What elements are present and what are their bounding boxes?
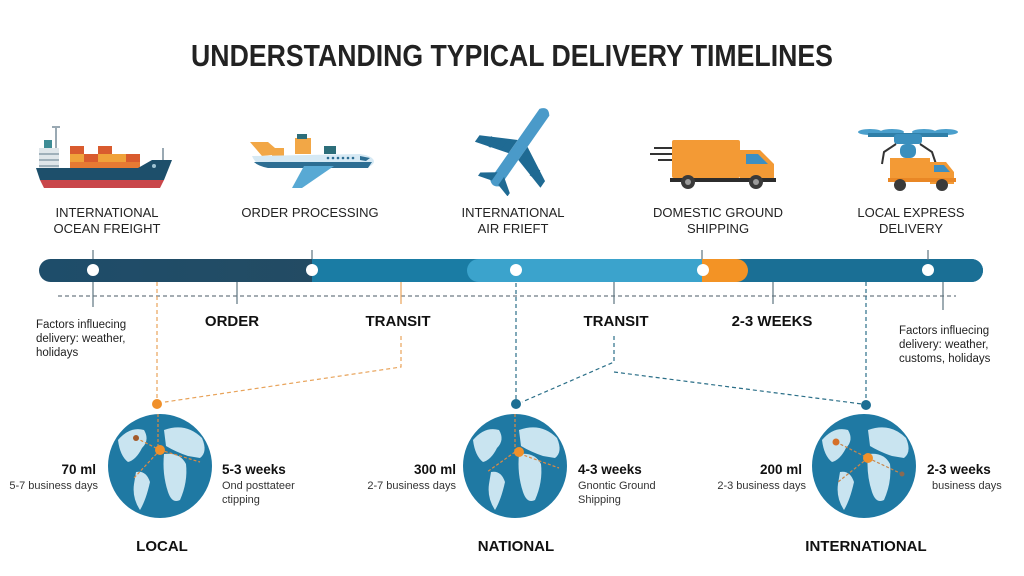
airplane-icon xyxy=(474,104,562,197)
cargo-ship-icon xyxy=(34,124,174,190)
cargo-plane-icon xyxy=(248,134,376,190)
mode-label-express: LOCAL EXPRESS DELIVERY xyxy=(821,205,1001,237)
desc-line: business days xyxy=(932,480,1002,492)
stage-label-transit: TRANSIT xyxy=(365,313,431,330)
desc-line: Gnontic Ground xyxy=(578,480,656,492)
timeline-node[interactable] xyxy=(922,264,934,276)
region-label-local: LOCAL xyxy=(136,538,188,555)
distance-international: 200 ml xyxy=(759,462,802,477)
note-line: customs, holidays xyxy=(899,353,991,365)
days-international: 2-3 business days xyxy=(717,480,806,492)
stage-label-duration: 2-3 WEEKS xyxy=(731,313,813,330)
distance-national: 300 ml xyxy=(413,462,456,477)
mode-label-line: AIR FRIEFT xyxy=(477,221,549,236)
delivery-truck-icon xyxy=(650,136,778,192)
days-local: 5-7 business days xyxy=(9,480,98,492)
mode-label-processing: ORDER PROCESSING xyxy=(220,205,400,221)
timeline-node[interactable] xyxy=(697,264,709,276)
globe-icon-international xyxy=(810,412,918,525)
desc-local: Ond posttateer ctipping xyxy=(222,479,342,507)
mode-label-line: LOCAL EXPRESS xyxy=(857,205,965,220)
desc-line: Shipping xyxy=(578,494,621,506)
stage-label-order: ORDER xyxy=(204,313,260,330)
desc-line: ctipping xyxy=(222,494,260,506)
factors-note-right: Factors influecing delivery: weather, cu… xyxy=(899,324,990,366)
note-line: holidays xyxy=(36,347,79,359)
segment-air xyxy=(467,259,707,282)
weeks-national: 4-3 weeks xyxy=(578,462,642,477)
timeline-node[interactable] xyxy=(306,264,318,276)
note-line: delivery: weather, xyxy=(36,333,126,345)
mode-label-line: ORDER PROCESSING xyxy=(241,205,379,220)
stage-label-transit-2: TRANSIT xyxy=(583,313,649,330)
page-title: UNDERSTANDING TYPICAL DELIVERY TIMELINES xyxy=(191,38,833,73)
factors-note-left: Factors influecing delivery: weather, ho… xyxy=(36,318,126,360)
desc-line: Ond posttateer xyxy=(222,480,295,492)
timeline-node[interactable] xyxy=(510,264,522,276)
mode-label-ocean: INTERNATIONAL OCEAN FREIGHT xyxy=(17,205,197,237)
mode-label-line: DOMESTIC GROUND xyxy=(653,205,783,220)
note-line: Factors influecing xyxy=(36,319,127,331)
distance-local: 70 ml xyxy=(61,462,96,477)
timeline-node[interactable] xyxy=(87,264,99,276)
mode-label-line: OCEAN FREIGHT xyxy=(53,221,161,236)
note-line: Factors influecing xyxy=(899,325,990,337)
mode-label-line: INTERNATIONAL xyxy=(461,205,565,220)
mode-label-air: INTERNATIONAL AIR FRIEFT xyxy=(423,205,603,237)
days-national: 2-7 business days xyxy=(367,480,456,492)
segment-processing xyxy=(312,259,482,282)
weeks-international: 2-3 weeks xyxy=(927,462,991,477)
globe-icon-local xyxy=(106,412,214,525)
globe-icon-national xyxy=(461,412,569,525)
timeline-bar xyxy=(39,259,983,282)
weeks-local: 5-3 weeks xyxy=(222,462,286,477)
mode-label-line: DELIVERY xyxy=(878,221,944,236)
mode-label-line: INTERNATIONAL xyxy=(55,205,159,220)
region-label-international: INTERNATIONAL xyxy=(805,538,927,555)
region-label-national: NATIONAL xyxy=(477,538,555,555)
desc-international: business days xyxy=(932,479,1024,493)
segment-ground xyxy=(702,259,748,282)
note-line: delivery: weather, xyxy=(899,339,989,351)
segment-ocean xyxy=(39,259,312,282)
desc-national: Gnontic Ground Shipping xyxy=(578,479,698,507)
segment-express xyxy=(739,259,983,282)
drone-delivery-icon xyxy=(856,128,960,194)
mode-label-line: SHIPPING xyxy=(686,221,750,236)
mode-label-ground: DOMESTIC GROUND SHIPPING xyxy=(628,205,808,237)
